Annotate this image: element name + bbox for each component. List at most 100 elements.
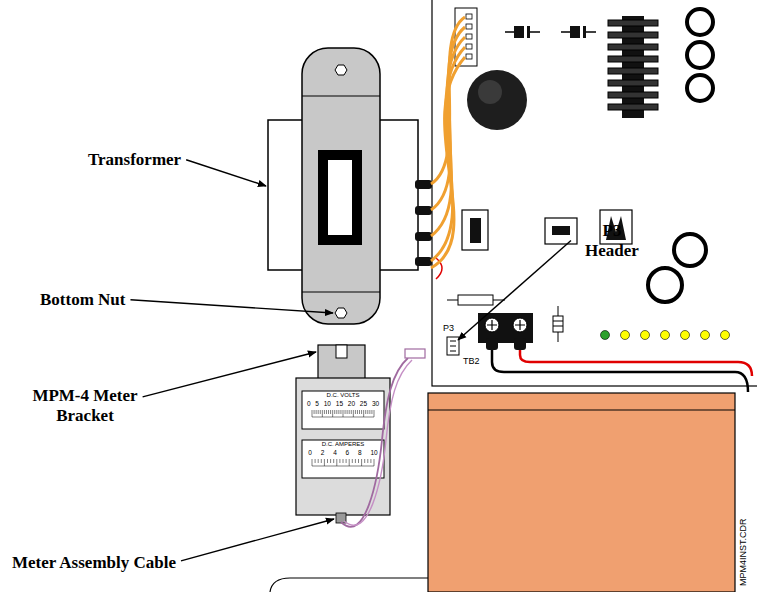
led-row	[681, 331, 690, 340]
transformer	[318, 150, 362, 245]
diode-symbol	[505, 26, 596, 38]
board-connector	[466, 44, 472, 49]
meter-tick	[328, 410, 329, 414]
transformer	[302, 292, 380, 293]
resistor-symbol	[553, 316, 563, 332]
meter-body	[296, 378, 390, 523]
meter-tick	[338, 410, 339, 414]
transformer	[268, 48, 432, 324]
resistor-symbol	[553, 321, 563, 322]
meter-tick	[336, 410, 337, 414]
meter-tick	[374, 459, 375, 466]
meter-cable	[341, 349, 425, 527]
terminal-block	[487, 320, 497, 330]
meter-tick	[314, 410, 315, 414]
meter-tick	[367, 410, 368, 414]
meter-tick	[312, 410, 313, 417]
transformer	[415, 206, 432, 215]
led-row	[601, 331, 610, 340]
ring-component	[687, 42, 713, 68]
meter-tick	[351, 410, 352, 414]
meter-tick	[340, 410, 341, 414]
ring-component	[687, 75, 713, 101]
led-row	[721, 331, 730, 340]
meter-tick	[336, 459, 337, 466]
part-label: Meter Assembly Cable	[12, 553, 176, 573]
meter-scale-numbers: 0 2 4 6 8 10	[308, 449, 377, 456]
meter-tick	[349, 459, 350, 466]
ring-component	[674, 234, 706, 266]
diode-symbol	[514, 26, 530, 38]
meter-tick	[345, 410, 346, 414]
meter-tick	[343, 410, 344, 417]
meter-scale-title: D.C. VOLTS	[327, 392, 360, 399]
meter-scale-title: D.C. AMPERES	[322, 441, 365, 448]
meter-tick	[358, 459, 359, 463]
transformer-wire	[431, 57, 465, 268]
fuse-symbol	[458, 295, 493, 305]
meter-bracket	[318, 345, 365, 380]
meter-bracket	[318, 345, 365, 380]
leader-arrow	[181, 519, 334, 561]
transformer	[415, 257, 432, 266]
led-row	[601, 331, 730, 340]
meter-tick	[374, 410, 375, 417]
terminal-block	[514, 338, 526, 350]
p3-header-symbol	[450, 351, 456, 352]
transformer-wire	[431, 17, 465, 268]
meter-tick	[316, 410, 317, 414]
heatsink-component	[608, 44, 658, 50]
circuit-board	[432, 0, 757, 386]
heatsink-component	[608, 80, 658, 86]
ring-component	[648, 268, 682, 302]
clip-component	[470, 218, 481, 243]
meter-tick	[318, 410, 319, 414]
meter-tick	[312, 459, 313, 466]
board-connector	[466, 34, 472, 39]
led-row	[661, 331, 670, 340]
leader-arrow	[458, 241, 571, 340]
clip-component	[462, 210, 488, 250]
meter-scale-numbers: 0 5 10 15 20 25 30	[307, 400, 379, 407]
meter-tick	[370, 459, 371, 463]
ring-component	[687, 9, 713, 35]
heatsink-component	[608, 20, 658, 26]
meter-tick	[327, 459, 328, 463]
transformer	[302, 48, 380, 324]
meter-tick	[363, 410, 364, 417]
led-row	[621, 331, 630, 340]
terminal-block	[515, 320, 525, 330]
battery	[428, 393, 735, 592]
meter-tick	[322, 410, 323, 417]
board-connector	[466, 24, 472, 29]
transformer	[415, 180, 432, 189]
battery-wire	[492, 343, 748, 392]
meter-tick	[367, 459, 368, 463]
part-label: MPM-4 Meter Bracket	[18, 386, 152, 425]
heatsink-component	[622, 16, 644, 118]
meter-tick	[343, 459, 344, 463]
meter-tick	[333, 459, 334, 463]
heatsink-component	[608, 16, 658, 118]
leader-arrow	[186, 160, 266, 186]
p3-header-symbol	[450, 341, 456, 342]
heatsink-component	[608, 68, 658, 74]
transformer	[328, 160, 352, 235]
clip-component	[552, 226, 570, 235]
ring-component	[648, 9, 713, 302]
terminal-block	[486, 338, 498, 350]
p3-header-symbol	[447, 337, 459, 355]
meter-tick	[359, 410, 360, 414]
diode-symbol	[570, 26, 586, 38]
meter-tick	[355, 459, 356, 463]
battery-wire	[492, 343, 752, 392]
drawing-file-name: MPM4INST.CDR	[738, 518, 748, 586]
meter-tick	[352, 459, 353, 463]
meter-tick	[332, 410, 333, 417]
board-connector	[466, 14, 472, 19]
led-row	[641, 331, 650, 340]
meter-scale-line	[312, 417, 374, 418]
transformer	[415, 232, 432, 241]
terminal-block	[485, 318, 499, 332]
